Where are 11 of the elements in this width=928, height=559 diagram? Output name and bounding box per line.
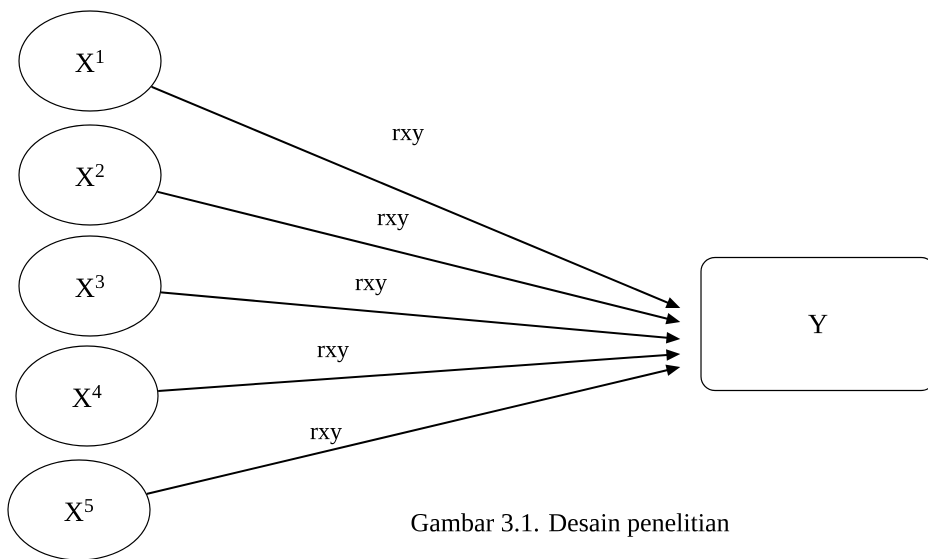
edge-label: rxy xyxy=(376,212,410,232)
edge-label: rxy xyxy=(391,128,425,146)
ellipse-node: X$^{3}$ xyxy=(18,235,162,337)
caption: Gambar 3.1. Desain penelitian xyxy=(412,513,730,537)
ellipse-node: X$^{1}$ xyxy=(18,10,162,112)
edge-label: rxy xyxy=(309,426,343,446)
ellipse-node: X$^{4}$ xyxy=(15,345,159,447)
edge-label: rxy xyxy=(316,344,350,364)
rounded-box: Y xyxy=(700,256,928,392)
edge-label: rxy xyxy=(354,278,388,296)
ellipse-node: X$^{2}$ xyxy=(18,124,162,226)
